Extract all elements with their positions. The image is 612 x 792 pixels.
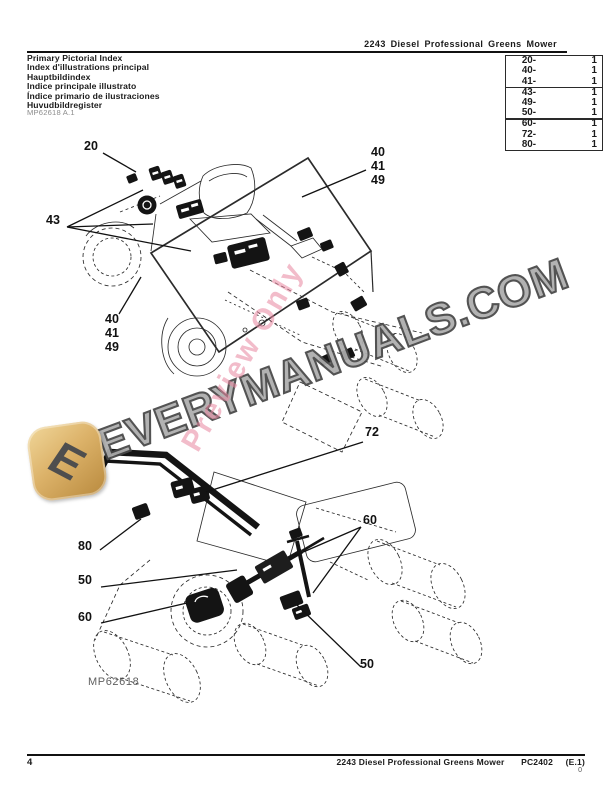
watermark-logo: E	[25, 419, 109, 503]
footer-title: 2243 Diesel Professional Greens Mower	[336, 757, 505, 767]
index-title: Hauptbildindex	[27, 71, 91, 82]
section-number: 50-	[521, 107, 536, 119]
index-title: Index d'illustrations principal	[27, 62, 150, 73]
page-index-row: 80- 1	[506, 139, 602, 150]
page-count: 1	[591, 107, 597, 119]
page-count: 1	[591, 86, 597, 98]
section-number: 60-	[521, 118, 536, 130]
footer-note: 0	[578, 767, 582, 774]
index-reference: MP62618 A.1	[27, 108, 75, 117]
page-index-group: 60- 1 72- 1 80- 1	[505, 118, 603, 152]
page-header-title: 2243 Diesel Professional Greens Mower	[364, 39, 557, 49]
page-count: 1	[591, 65, 597, 77]
index-title: Índice primario de ilustraciones	[27, 90, 160, 101]
page-index-row: 50- 1	[506, 107, 602, 119]
header-rule	[27, 51, 567, 53]
footer-doc-code: PC2402	[521, 757, 554, 767]
footer-rule	[27, 754, 585, 756]
footer-right: 2243 Diesel Professional Greens Mower PC…	[337, 757, 586, 767]
index-title: Huvudbildregister	[27, 100, 103, 111]
page-count: 1	[591, 128, 597, 140]
section-number: 80-	[521, 139, 536, 150]
figure-label: MP62618	[88, 676, 140, 688]
page-count: 1	[591, 97, 597, 108]
top-view-diagram	[66, 152, 444, 453]
footer-revision: (E.1)	[565, 757, 585, 767]
footer-page-number: 4	[27, 757, 33, 768]
page-count: 1	[591, 118, 597, 130]
page-count: 1	[591, 75, 597, 87]
page-index-row: 43- 1	[506, 86, 602, 98]
electrical-components-top	[126, 165, 368, 366]
page-index-row: 72- 1	[506, 128, 602, 140]
page-index-row: 49- 1	[506, 97, 602, 108]
section-number: 72-	[521, 128, 536, 140]
page-index-row: 20- 1	[506, 55, 602, 66]
page-count: 1	[591, 55, 597, 66]
section-number: 41-	[521, 75, 536, 87]
watermark-logo-letter: E	[38, 432, 96, 490]
page-index-table: 20- 1 40- 1 41- 1 43- 1 49- 1 50- 1 60- 1 72- 1 80- 1	[505, 55, 603, 152]
section-number: 49-	[521, 97, 536, 108]
section-number: 20-	[521, 55, 536, 66]
section-number: 40-	[521, 65, 536, 77]
page-index-row: 41- 1	[506, 75, 602, 87]
bottom-view-diagram	[93, 441, 483, 703]
index-title: Primary Pictorial Index	[27, 53, 123, 63]
section-number: 43-	[521, 86, 536, 98]
page-index-row: 40- 1	[506, 65, 602, 77]
page-count: 1	[591, 139, 597, 150]
index-title: Indice principale illustrato	[27, 81, 137, 92]
page-index-row: 60- 1	[506, 118, 602, 130]
